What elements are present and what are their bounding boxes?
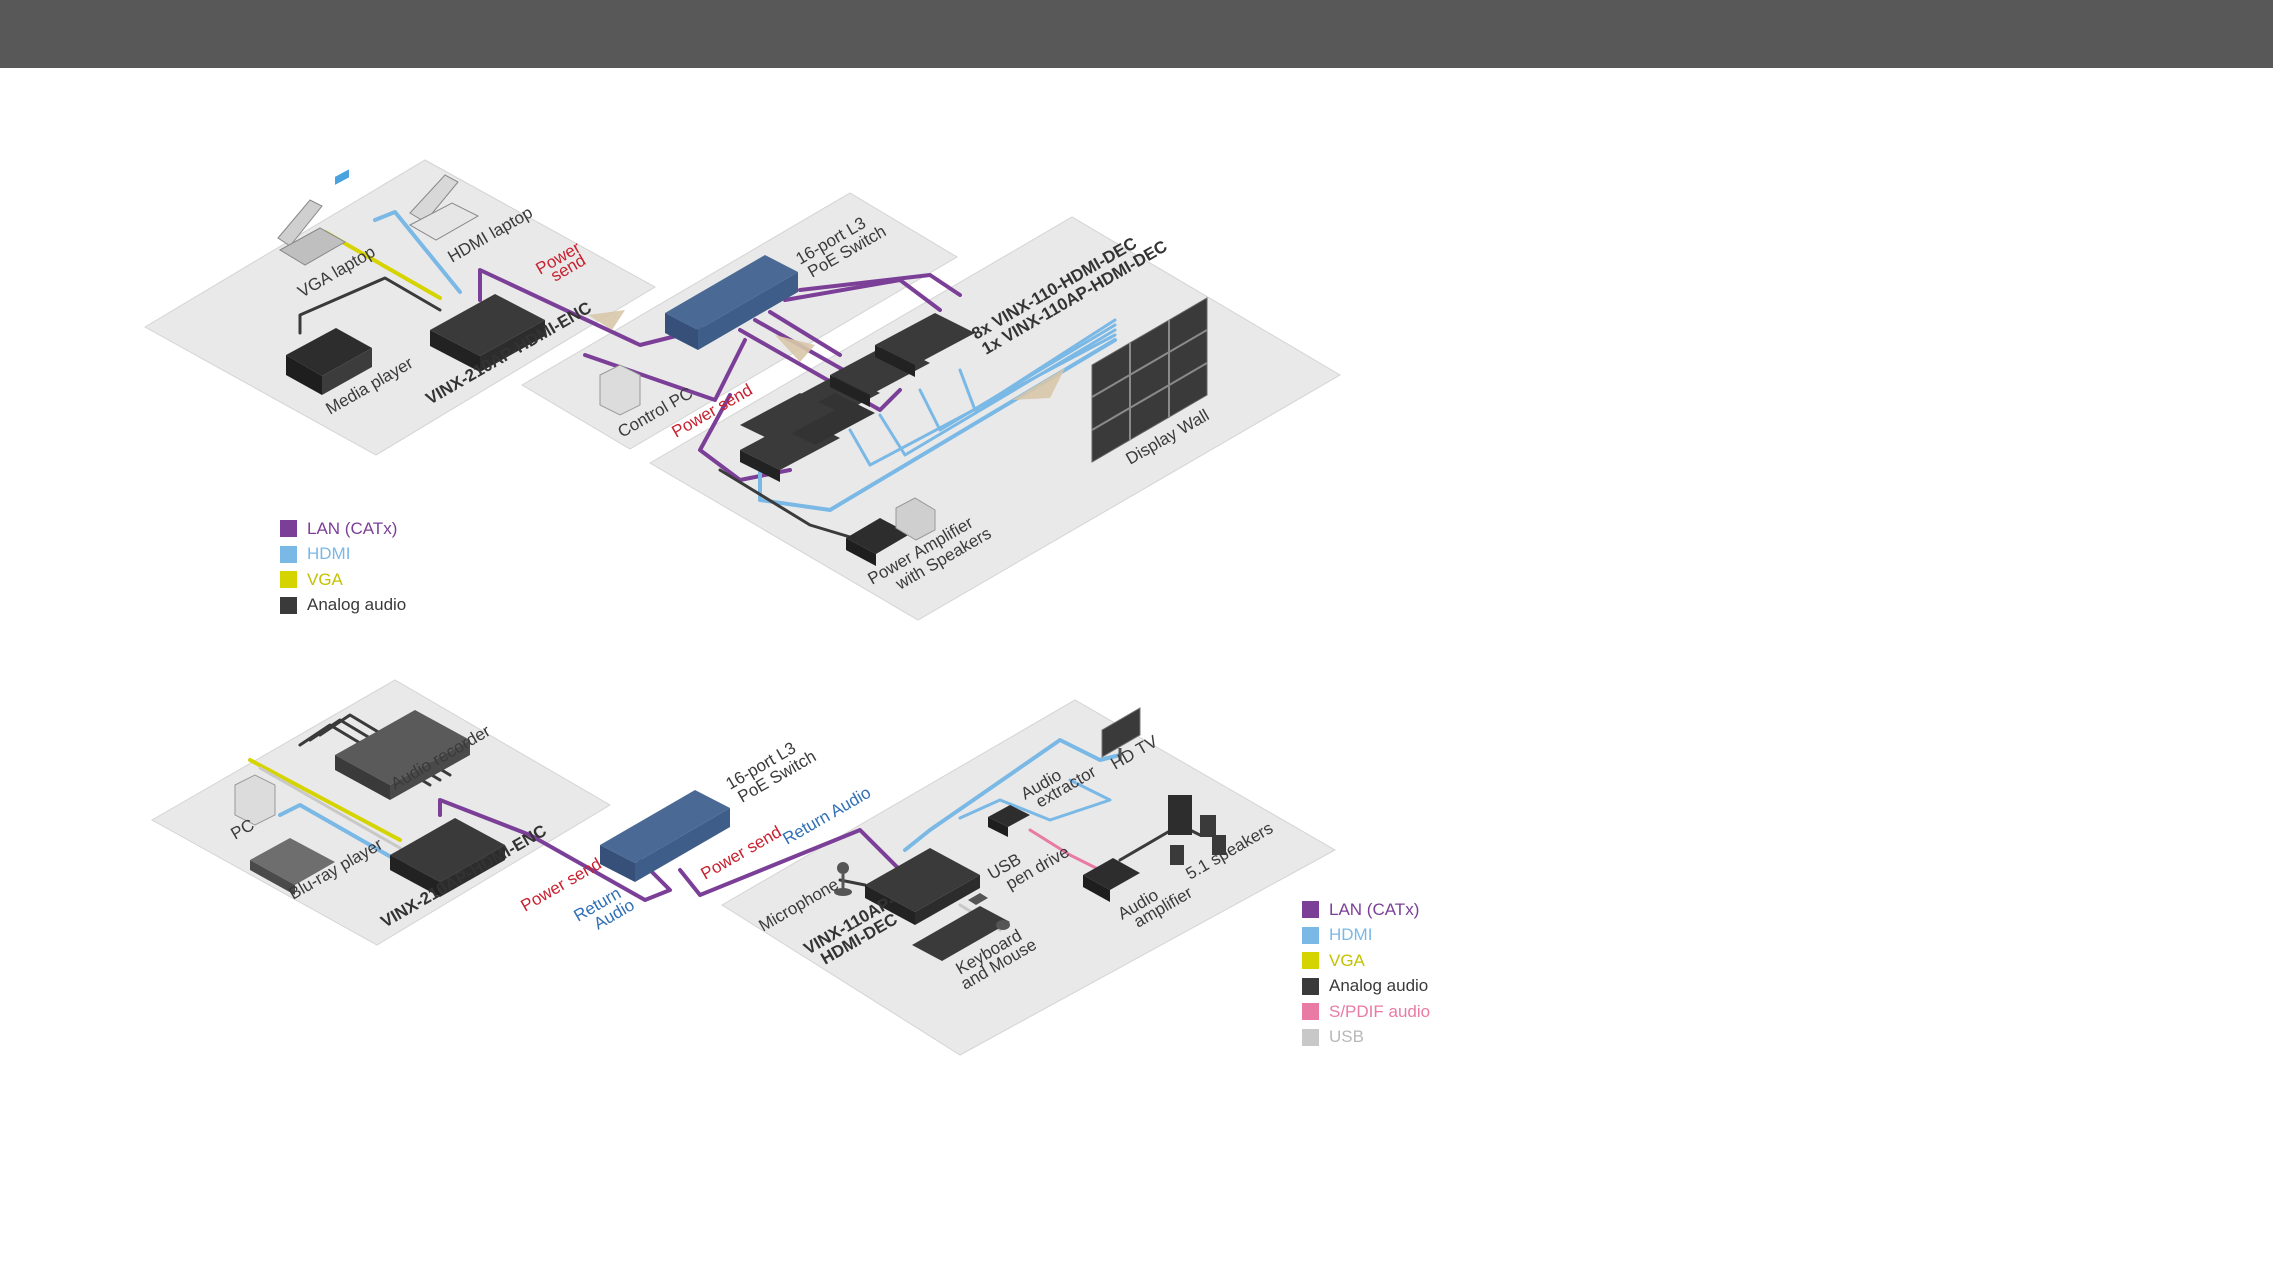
- top-bar: [0, 0, 2273, 68]
- pc-icon: [234, 774, 276, 826]
- legend-label: S/PDIF audio: [1329, 1001, 1431, 1021]
- vga-laptop-icon: [277, 199, 347, 266]
- hd-tv-icon: [1101, 707, 1141, 760]
- keyboard-mouse-icon: [912, 906, 1010, 961]
- legend-item: HDMI: [280, 542, 406, 568]
- speakers-icon: [1168, 795, 1226, 865]
- poe-switch-icon-2: [600, 790, 730, 882]
- platform-display-area: [649, 216, 1341, 621]
- legend-label: LAN (CATx): [1329, 899, 1420, 919]
- audio-recorder-icon: [335, 710, 470, 800]
- decoder-stack-icon: [740, 313, 975, 482]
- legend-swatch: [280, 545, 297, 563]
- legend-item: Analog audio: [1302, 974, 1430, 1000]
- lan-cable-dec-2: [678, 828, 902, 897]
- microphone-icon: [834, 862, 852, 896]
- display-wall-icon: [1091, 297, 1208, 463]
- legend-label: VGA: [307, 569, 343, 589]
- legend-label: USB: [1329, 1027, 1364, 1047]
- legend-swatch: [1302, 1028, 1319, 1046]
- diagram-2: Audio recorder PC Blu-ray player VINX-21…: [150, 679, 1337, 1056]
- lan-cable-enc-2: [438, 798, 672, 902]
- hdmi-cable-bluray: [278, 803, 407, 867]
- legend-diagram-1: LAN (CATx) HDMI VGA Analog audio: [280, 516, 406, 618]
- vga-cable-2: [248, 758, 402, 842]
- legend-label: Analog audio: [1329, 976, 1429, 996]
- hdmi-cable-tv: [903, 738, 1122, 852]
- hdmi-laptop-icon: [408, 174, 480, 241]
- legend-label: VGA: [1329, 950, 1365, 970]
- usb-drive-icon: [968, 893, 988, 905]
- flow-arrow-3: [1012, 368, 1065, 400]
- audio-amplifier-icon: [1083, 858, 1140, 902]
- legend-swatch: [1302, 1003, 1319, 1021]
- flow-arrow-1: [588, 310, 625, 330]
- platform-display-area-2: [721, 699, 1337, 1056]
- encoder-device-icon: [430, 294, 545, 372]
- decoder-device-icon-2: [865, 848, 980, 925]
- legend-swatch: [1302, 977, 1319, 995]
- bluray-player-icon: [250, 838, 335, 895]
- legend-item: LAN (CATx): [1302, 897, 1430, 923]
- platform-source-area: [143, 159, 657, 456]
- legend-label: Analog audio: [307, 595, 407, 615]
- control-pc-icon: [599, 364, 641, 416]
- legend-swatch: [280, 571, 297, 589]
- legend-label: LAN (CATx): [307, 518, 398, 538]
- analog-cable-amp: [718, 468, 862, 542]
- legend-item: VGA: [280, 567, 406, 593]
- poe-switch-icon: [665, 255, 798, 350]
- usb-cable-2: [258, 766, 402, 850]
- legend-swatch: [1302, 952, 1319, 970]
- legend-swatch: [1302, 901, 1319, 919]
- legend-swatch: [1302, 926, 1319, 944]
- hdmi-cable-laptop: [373, 210, 462, 294]
- legend-item: Analog audio: [280, 593, 406, 619]
- legend-item: HDMI: [1302, 923, 1430, 949]
- legend-swatch: [280, 596, 297, 614]
- audio-extractor-icon: [988, 805, 1030, 837]
- legend-item: LAN (CATx): [280, 516, 406, 542]
- analog-cable-media: [298, 276, 442, 335]
- flow-arrow-2: [775, 335, 815, 362]
- power-amplifier-icon: [846, 497, 936, 566]
- media-player-icon: [286, 169, 372, 395]
- diagram-1: VGA laptop HDMI laptop Power send Media …: [143, 159, 1341, 621]
- legend-item: VGA: [1302, 948, 1430, 974]
- legend-label: HDMI: [307, 544, 351, 564]
- legend-label: HDMI: [1329, 925, 1373, 945]
- spdif-cable: [1028, 828, 1102, 872]
- hdmi-bundle-wall: [758, 338, 1117, 512]
- legend-swatch: [280, 520, 297, 538]
- encoder-device-icon-2: [390, 818, 505, 897]
- legend-item: S/PDIF audio: [1302, 999, 1430, 1025]
- legend-item: USB: [1302, 1025, 1430, 1051]
